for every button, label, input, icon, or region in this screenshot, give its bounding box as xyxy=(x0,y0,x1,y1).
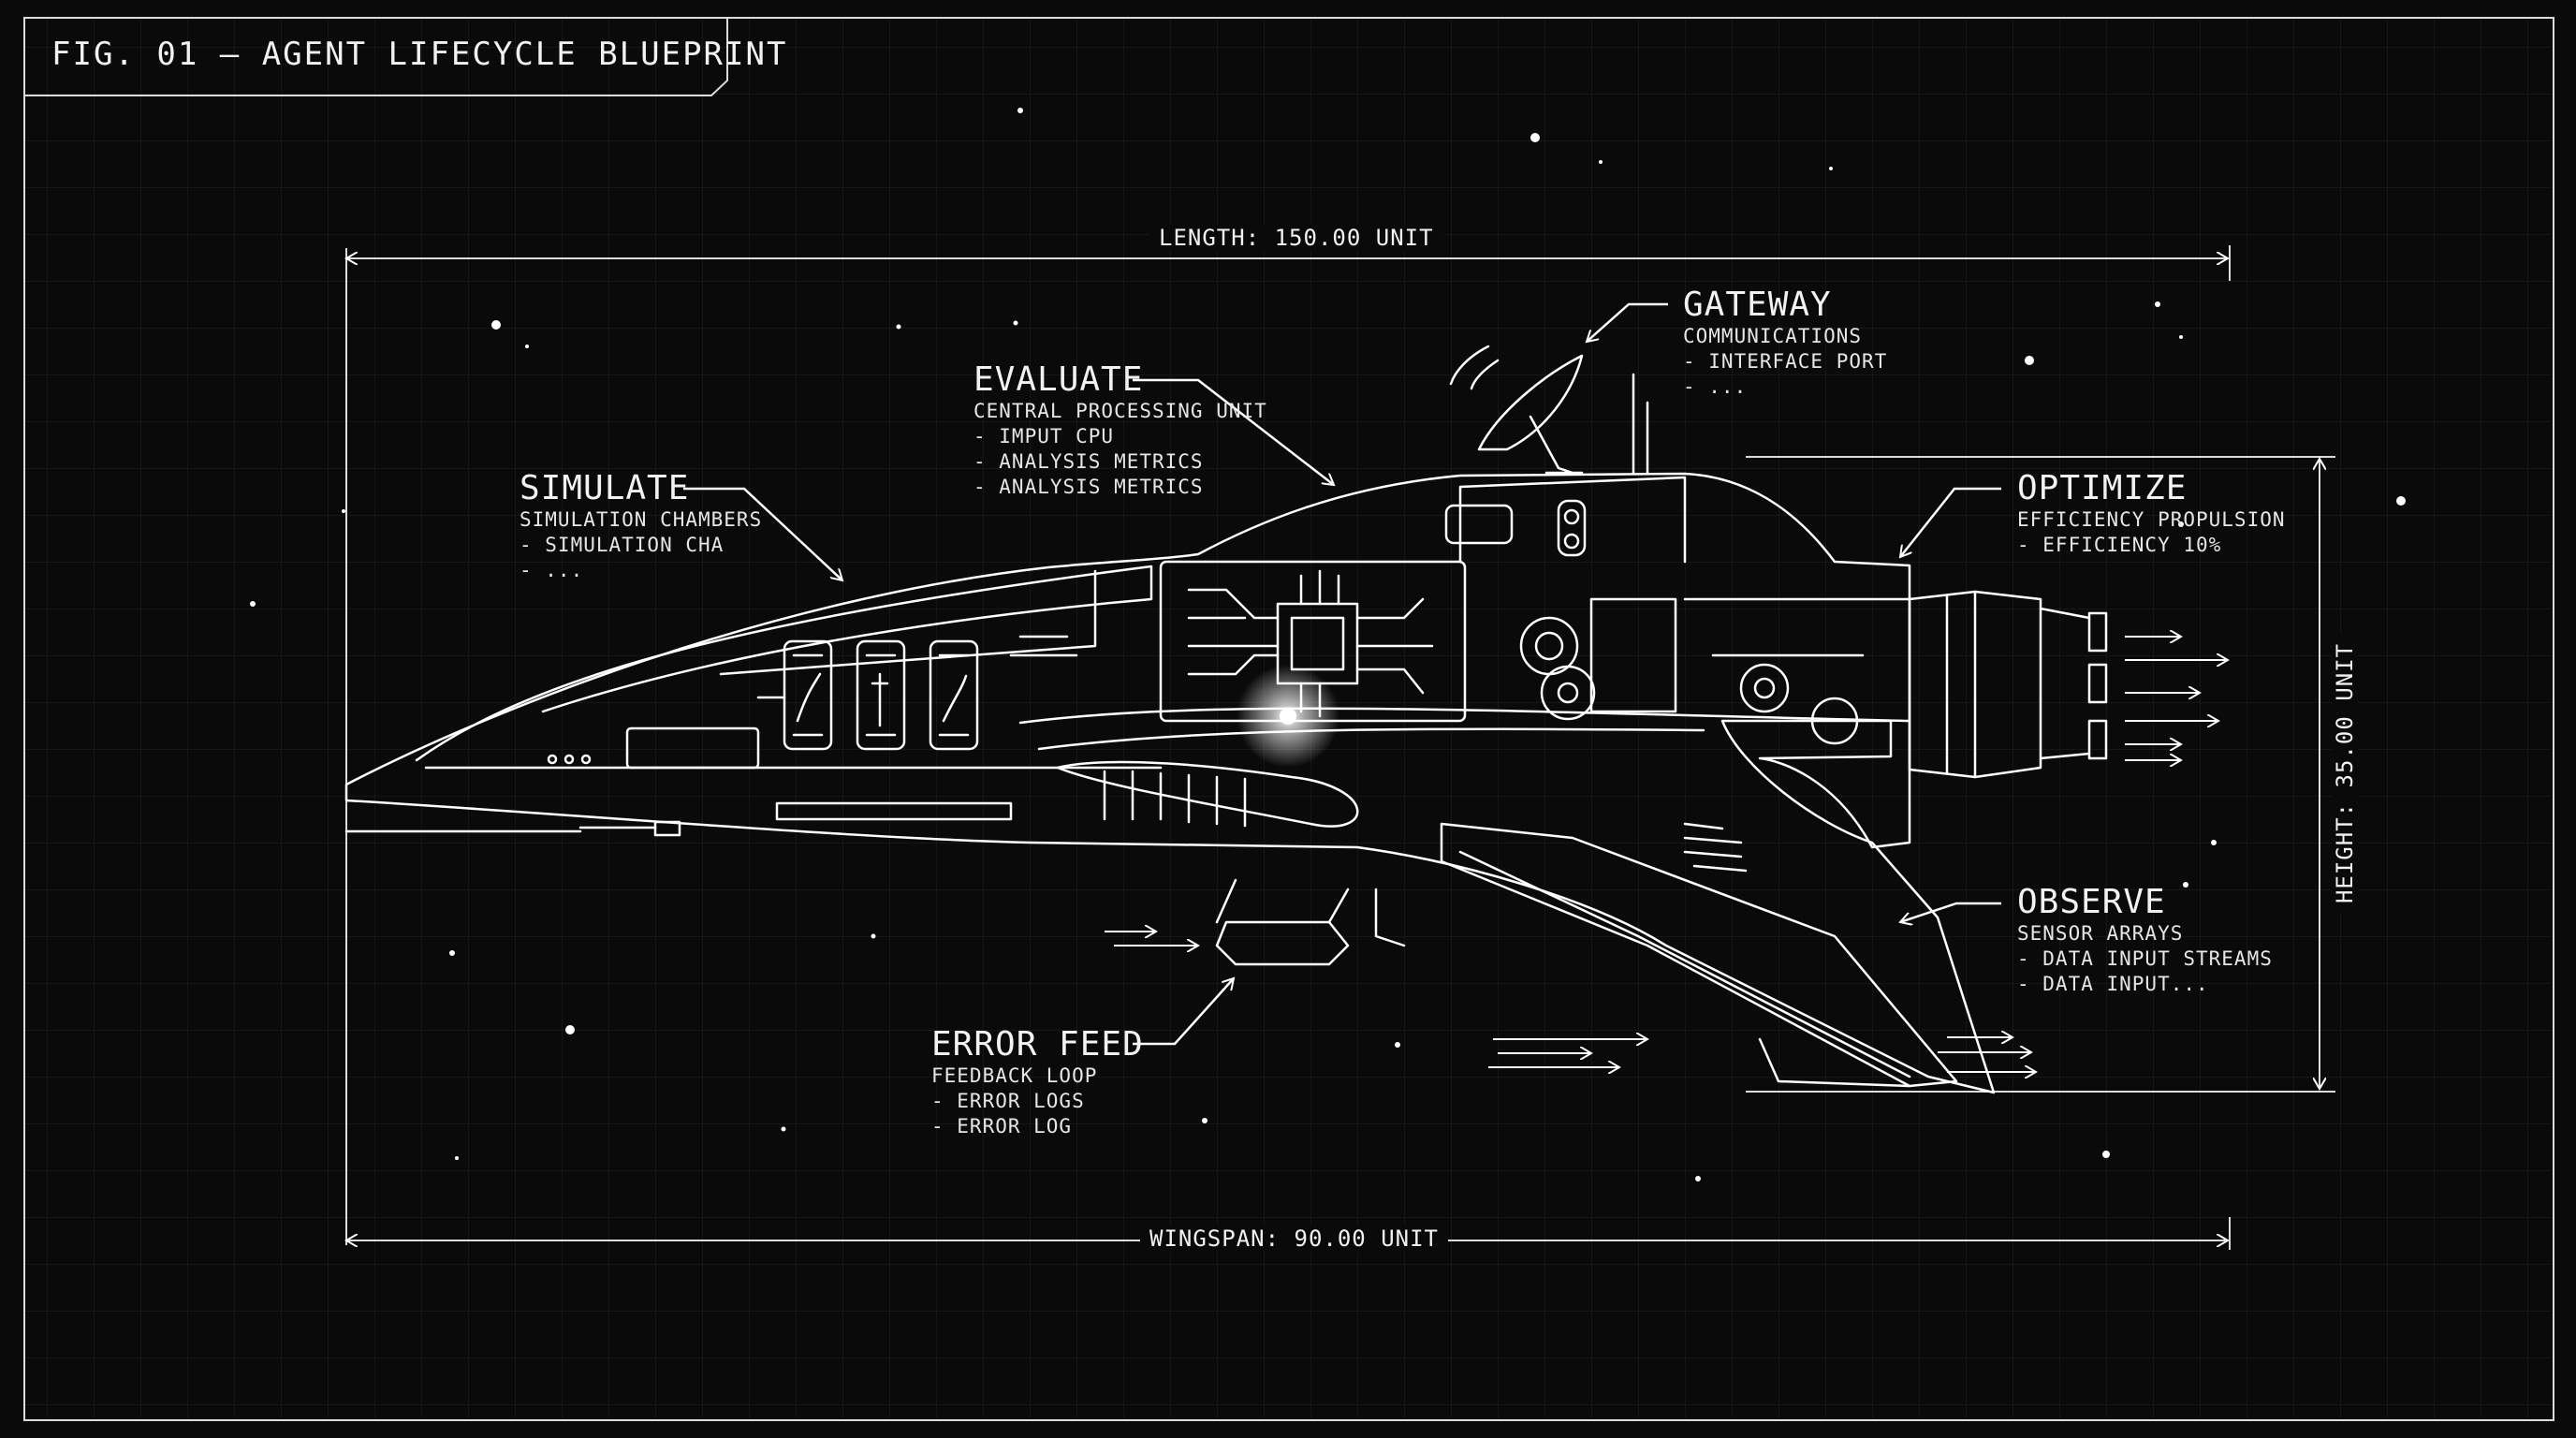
stars xyxy=(250,108,2406,1181)
callout-heading: GATEWAY xyxy=(1683,286,1832,324)
height-dimension: HEIGHT: 35.00 UNIT xyxy=(2332,633,2359,914)
wing xyxy=(1440,822,1958,1088)
leader-lines xyxy=(683,302,2001,1046)
figure-title: FIG. 01 — AGENT LIFECYCLE BLUEPRINT xyxy=(51,36,788,73)
simulation-chambers xyxy=(625,635,1078,770)
callout-simulate: SIMULATE SIMULATION CHAMBERS - SIMULATIO… xyxy=(520,470,762,583)
callout-line: COMMUNICATIONS xyxy=(1683,325,1863,347)
callout-optimize: OPTIMIZE EFFICIENCY PROPULSION - EFFICIE… xyxy=(2017,470,2286,558)
callout-line: - ANALYSIS METRICS xyxy=(973,476,1204,498)
callout-line: - SIMULATION CHA xyxy=(520,534,724,556)
callout-line: - DATA INPUT... xyxy=(2017,973,2209,995)
callout-heading: OBSERVE xyxy=(2017,883,2166,921)
callout-observe: OBSERVE SENSOR ARRAYS - DATA INPUT STREA… xyxy=(2017,884,2273,997)
callout-line: EFFICIENCY PROPULSION xyxy=(2017,508,2286,531)
callout-line: - ... xyxy=(1683,375,1748,398)
wingspan-dimension: WINGSPAN: 90.00 UNIT xyxy=(1140,1225,1448,1252)
title-box-outline xyxy=(25,19,728,96)
callout-heading: SIMULATE xyxy=(520,469,690,507)
callout-line: CENTRAL PROCESSING UNIT xyxy=(973,400,1267,422)
callout-gateway: GATEWAY COMMUNICATIONS - INTERFACE PORT … xyxy=(1683,286,1887,400)
callout-line: - DATA INPUT STREAMS xyxy=(2017,947,2273,970)
callout-line: - ERROR LOGS xyxy=(931,1090,1085,1112)
callout-line: - ERROR LOG xyxy=(931,1115,1073,1137)
callout-line: - ANALYSIS METRICS xyxy=(973,450,1204,473)
callout-heading: ERROR FEED xyxy=(931,1025,1144,1064)
callout-heading: OPTIMIZE xyxy=(2017,469,2188,507)
callout-line: - IMPUT CPU xyxy=(973,425,1115,448)
figure-frame xyxy=(23,17,2554,1421)
callout-error-feed: ERROR FEED FEEDBACK LOOP - ERROR LOGS - … xyxy=(931,1026,1144,1139)
callout-evaluate: EVALUATE CENTRAL PROCESSING UNIT - IMPUT… xyxy=(973,361,1267,500)
spaceship xyxy=(344,345,2108,1094)
callout-line: SIMULATION CHAMBERS xyxy=(520,508,763,531)
satellite-dish xyxy=(1477,354,1584,451)
callout-heading: EVALUATE xyxy=(973,360,1144,399)
thrust-arrows xyxy=(1105,637,2228,1072)
callout-line: FEEDBACK LOOP xyxy=(931,1064,1098,1087)
hull-outline xyxy=(344,472,1996,1094)
callout-line: - EFFICIENCY 10% xyxy=(2017,534,2222,556)
callout-line: SENSOR ARRAYS xyxy=(2017,922,2184,945)
callout-line: - ... xyxy=(520,559,584,581)
callout-line: - INTERFACE PORT xyxy=(1683,350,1888,373)
length-dimension: LENGTH: 150.00 UNIT xyxy=(1149,225,1443,251)
